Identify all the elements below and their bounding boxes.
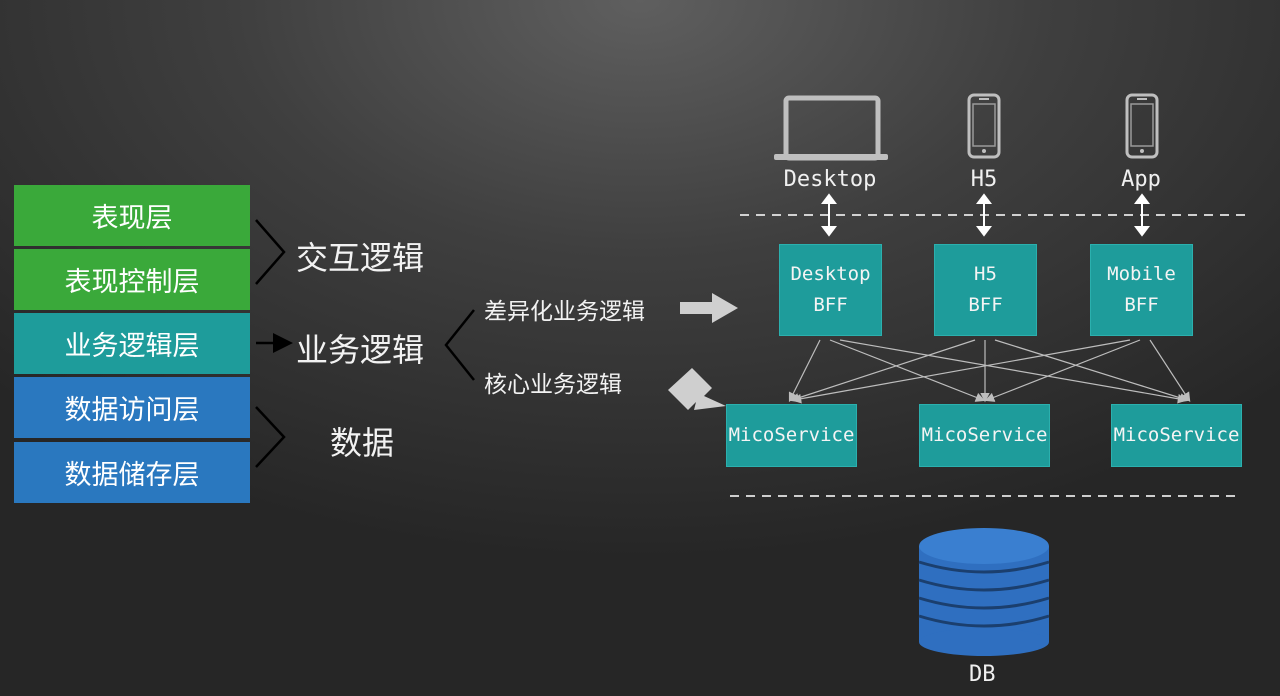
bff-h5-line1: H5 [974,263,997,285]
laptop-icon [774,95,888,161]
double-arrow-app [1134,193,1150,237]
group-data-label: 数据 [330,424,395,462]
service-label-1: MicoService [728,424,855,446]
brace-data [255,406,286,468]
bff-h5-line2: BFF [968,294,1003,316]
bff-desktop-box: Desktop BFF [779,244,882,336]
group-business-label: 业务逻辑 [296,331,425,369]
diff-logic-arrow-icon [680,293,738,323]
double-arrow-h5 [976,193,992,237]
branch-diff-logic-label: 差异化业务逻辑 [484,299,645,325]
service-label-2: MicoService [921,424,1048,446]
device-desktop-label: Desktop [783,167,877,192]
layer-business-logic-label: 业务逻辑层 [64,331,200,362]
bff-mobile-line2: BFF [1124,294,1159,316]
layer-data-access-label: 数据访问层 [64,395,200,426]
bff-h5-box: H5 BFF [934,244,1037,336]
service-box-1: MicoService [726,404,857,467]
service-box-3: MicoService [1111,404,1242,467]
layer-presentation: 表现层 [14,185,250,246]
service-box-2: MicoService [919,404,1050,467]
group-interaction-label: 交互逻辑 [296,239,425,277]
bff-mobile-line1: Mobile [1107,263,1176,285]
layer-data-storage-label: 数据储存层 [64,460,200,491]
device-h5-label: H5 [970,167,998,192]
db-label: DB [969,662,996,687]
layer-presentation-control-label: 表现控制层 [64,267,200,298]
phone-icon-h5 [967,93,1001,159]
layer-presentation-label: 表现层 [91,203,173,234]
phone-icon-app [1125,93,1159,159]
layer-data-access: 数据访问层 [14,377,250,438]
branch-core-logic-label: 核心业务逻辑 [484,372,622,398]
device-app-label: App [1121,167,1161,192]
layer-presentation-control: 表现控制层 [14,249,250,310]
service-label-3: MicoService [1113,424,1240,446]
double-arrow-desktop [821,193,837,237]
layer-data-storage: 数据储存层 [14,442,250,503]
bff-mobile-box: Mobile BFF [1090,244,1193,336]
layer-business-logic: 业务逻辑层 [14,313,250,374]
bff-service-connections [788,339,1191,404]
bff-desktop-line1: Desktop [790,263,871,285]
core-logic-arrow-icon [668,368,726,410]
brace-interaction [255,219,286,285]
database-icon [918,528,1050,656]
bff-desktop-line2: BFF [813,294,848,316]
branch-brace [444,309,475,381]
